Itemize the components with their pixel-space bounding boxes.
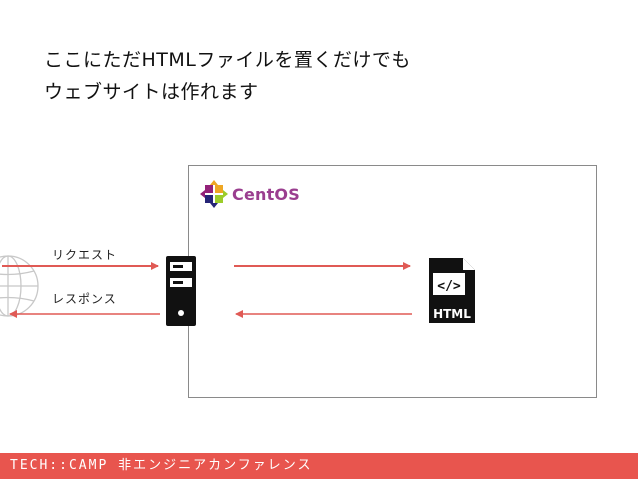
slide-heading: ここにただHTMLファイルを置くだけでも ウェブサイトは作れます (44, 44, 411, 108)
centos-server-frame (188, 165, 597, 398)
html-file-label: HTML (433, 307, 471, 321)
centos-emblem-icon (200, 180, 228, 208)
centos-logo-text: CentOS (232, 184, 300, 204)
heading-line-1: ここにただHTMLファイルを置くだけでも (44, 49, 411, 71)
heading-line-2: ウェブサイトは作れます (44, 81, 259, 103)
response-label: レスポンス (52, 292, 117, 306)
globe-icon (0, 255, 39, 317)
html-file-icon: </> HTML (429, 258, 475, 323)
centos-logo: CentOS (200, 178, 300, 210)
footer-text: TECH::CAMP 非エンジニアカンファレンス (10, 458, 313, 473)
request-label: リクエスト (52, 248, 118, 262)
html-file-glyph: </> (437, 279, 461, 294)
footer-bar: TECH::CAMP 非エンジニアカンファレンス (0, 453, 638, 479)
server-icon (166, 256, 196, 326)
